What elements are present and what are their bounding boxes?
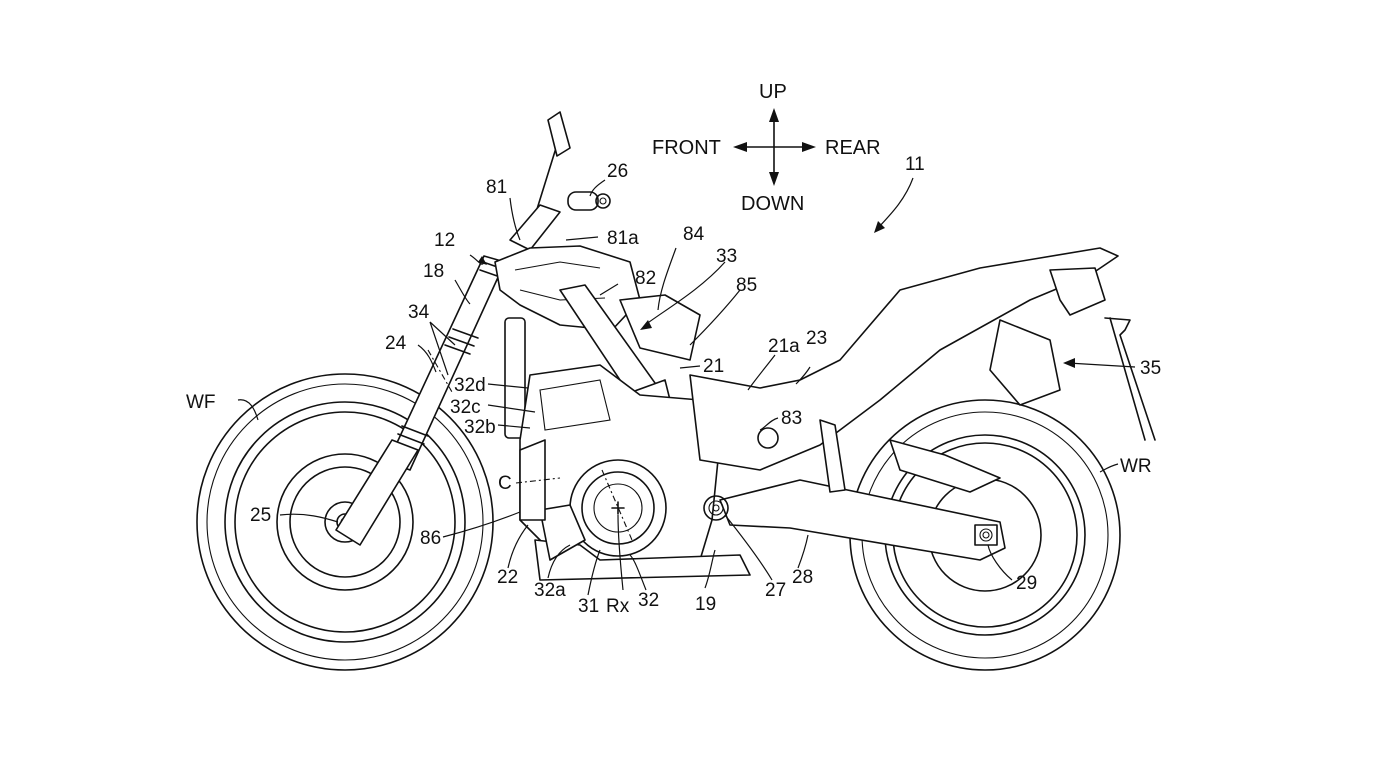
leader-21 xyxy=(679,365,701,369)
label-Rx: Rx xyxy=(606,596,630,617)
engine xyxy=(519,364,751,581)
label-22: 22 xyxy=(497,567,518,588)
arrow-11-icon xyxy=(874,221,885,233)
leader-32c xyxy=(487,404,536,413)
label-29: 29 xyxy=(1016,573,1037,594)
leader-21a xyxy=(747,354,776,391)
leader-86 xyxy=(442,511,521,538)
leader-26 xyxy=(589,179,606,197)
label-32d: 32d xyxy=(454,375,486,396)
leader-19 xyxy=(704,549,716,589)
frame-and-seat xyxy=(689,247,1156,471)
arrow-down-icon xyxy=(769,172,779,186)
label-32b: 32b xyxy=(464,417,496,438)
leader-29 xyxy=(987,544,1013,581)
leader-WR xyxy=(1099,463,1119,473)
label-32: 32 xyxy=(638,590,659,611)
label-19: 19 xyxy=(695,594,716,615)
leader-11 xyxy=(877,177,914,229)
front-fork xyxy=(335,255,507,546)
label-24: 24 xyxy=(385,333,407,354)
label-85: 85 xyxy=(736,275,757,296)
leader-81 xyxy=(509,197,521,241)
label-21: 21 xyxy=(703,356,724,377)
label-31: 31 xyxy=(578,596,599,617)
label-C: C xyxy=(498,473,512,494)
direction-up-label: UP xyxy=(759,81,787,103)
leader-Rx xyxy=(617,514,624,591)
label-35: 35 xyxy=(1140,358,1161,379)
label-33: 33 xyxy=(716,246,737,267)
reference-labels: 11 12 18 19 21 21a 22 23 24 25 26 27 28 … xyxy=(186,154,1161,617)
leader-32b xyxy=(497,424,531,429)
leader-32a xyxy=(547,544,571,579)
leader-24 xyxy=(417,344,437,373)
arrow-up-icon xyxy=(769,108,779,122)
leader-31 xyxy=(587,549,601,596)
arrow-front-icon xyxy=(733,142,747,152)
leader-85 xyxy=(689,289,741,346)
label-11: 11 xyxy=(905,154,925,175)
leader-27 xyxy=(724,514,773,581)
fuel-tank-and-airbox xyxy=(494,245,701,453)
leader-WF xyxy=(237,399,259,421)
direction-down-label: DOWN xyxy=(741,193,804,215)
label-23: 23 xyxy=(806,328,827,349)
label-32a: 32a xyxy=(534,580,566,601)
leader-lines xyxy=(237,179,1136,596)
leader-32d xyxy=(487,383,529,389)
leader-83 xyxy=(759,417,779,431)
label-84: 84 xyxy=(683,224,705,245)
label-34: 34 xyxy=(408,302,430,323)
leader-25 xyxy=(279,513,339,523)
label-81a: 81a xyxy=(607,228,639,249)
direction-indicator: UP DOWN FRONT REAR xyxy=(652,81,881,215)
label-26: 26 xyxy=(607,161,628,182)
label-WF: WF xyxy=(186,392,216,413)
swingarm xyxy=(703,419,1006,561)
label-25: 25 xyxy=(250,505,271,526)
leader-23 xyxy=(795,366,811,385)
label-83: 83 xyxy=(781,408,802,429)
handlebar xyxy=(509,111,611,251)
label-12: 12 xyxy=(434,230,455,251)
leader-35 xyxy=(1067,362,1136,368)
direction-rear-label: REAR xyxy=(825,137,881,159)
label-27: 27 xyxy=(765,580,786,601)
label-86: 86 xyxy=(420,528,441,549)
leader-82 xyxy=(599,283,619,296)
label-21a: 21a xyxy=(768,336,800,357)
label-WR: WR xyxy=(1120,456,1152,477)
leader-28 xyxy=(797,534,809,569)
leader-33 xyxy=(644,261,726,326)
label-82: 82 xyxy=(635,268,656,289)
label-18: 18 xyxy=(423,261,444,282)
label-81: 81 xyxy=(486,177,507,198)
leader-84 xyxy=(657,247,677,311)
leader-34 xyxy=(429,321,456,376)
label-32c: 32c xyxy=(450,397,481,418)
leader-32 xyxy=(629,554,647,591)
arrow-rear-icon xyxy=(802,142,816,152)
leader-81a xyxy=(565,236,599,241)
direction-front-label: FRONT xyxy=(652,137,721,159)
leader-22 xyxy=(507,524,529,569)
leader-18 xyxy=(454,279,471,305)
label-28: 28 xyxy=(792,567,813,588)
